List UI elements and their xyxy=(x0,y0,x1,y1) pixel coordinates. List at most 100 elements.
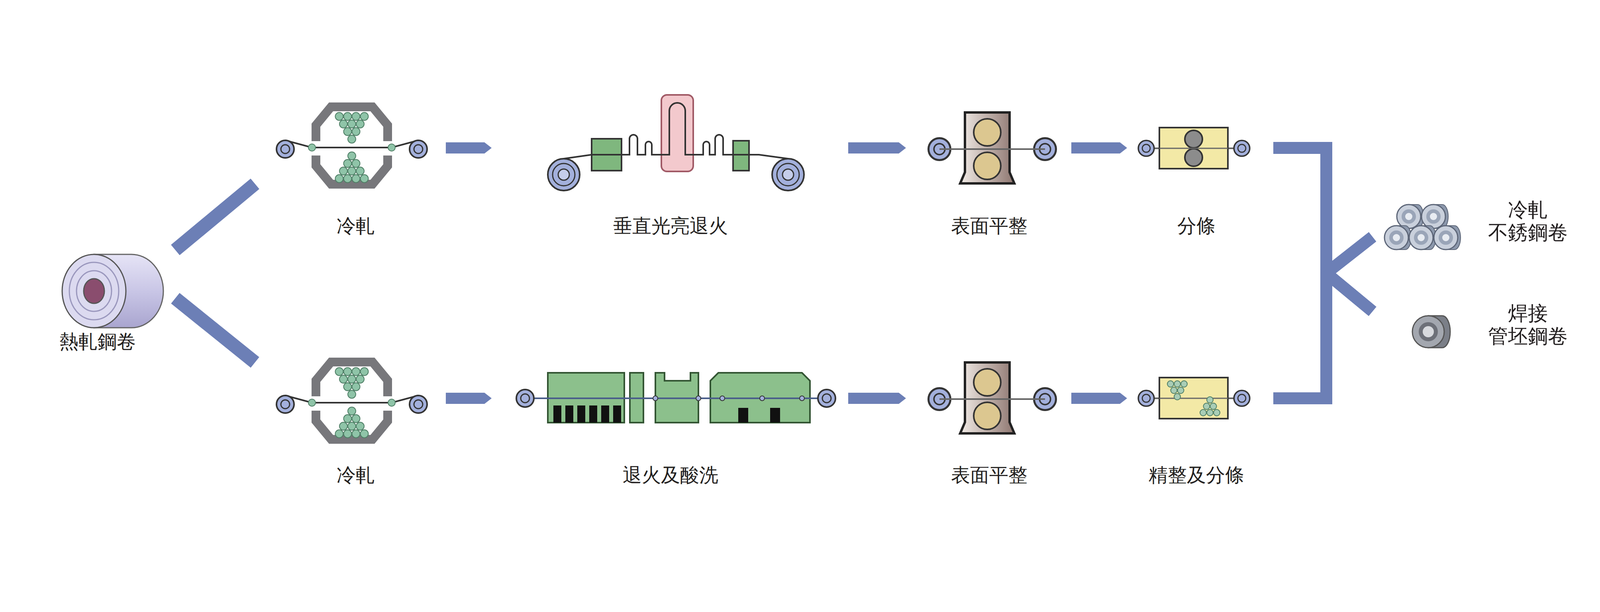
process-node: 分條 xyxy=(1133,99,1259,240)
annealing-pickling-line-part xyxy=(553,405,562,423)
stainless-coil-stack-part-part xyxy=(1409,225,1436,250)
slitter-part xyxy=(1138,127,1250,169)
process-node: 表面平整 xyxy=(912,350,1066,489)
annealing-pickling-line-part xyxy=(577,405,586,423)
node-label: 冷軋 不銹鋼卷 xyxy=(1488,198,1568,245)
stainless-coil-stack-part xyxy=(1384,204,1461,250)
hot-rolled-coil-part xyxy=(83,278,105,304)
bright-annealing-line-part xyxy=(563,102,789,159)
node-label: 表面平整 xyxy=(950,214,1028,238)
flow-arrow xyxy=(175,298,255,363)
flow-arrow xyxy=(1273,236,1373,399)
process-node: 退火及酸洗 xyxy=(498,350,843,489)
flow-arrow xyxy=(175,183,255,250)
bright-annealing-line-part xyxy=(782,168,794,181)
leveler-slitter-part-part xyxy=(1174,393,1181,400)
hot-rolled-coil-part xyxy=(76,270,112,312)
bright-annealing-line-part xyxy=(558,168,570,181)
leveler-slitter-part xyxy=(1138,377,1250,419)
annealing-pickling-line-part xyxy=(719,395,725,401)
annealing-pickling-line-part xyxy=(652,395,658,401)
annealing-pickling-line-part xyxy=(759,395,765,401)
stainless-coil-stack-part-part-part xyxy=(1384,225,1409,250)
hot-rolled-coil-part xyxy=(69,262,119,320)
annealing-pickling-line-part xyxy=(770,407,781,423)
annealing-pickling-line xyxy=(516,372,836,423)
process-illustration-part xyxy=(276,106,428,185)
bright-annealing-line-part xyxy=(661,94,694,172)
process-illustration-part xyxy=(928,362,1057,434)
stainless-coil-stack-part-part-part xyxy=(1426,209,1441,224)
flow-arrow xyxy=(1071,392,1128,404)
annealing-pickling-line-part xyxy=(696,395,701,401)
hot-rolled-coil-part xyxy=(62,254,126,328)
node-label: 垂直光亮退火 xyxy=(613,214,728,238)
leveler-slitter-part-part xyxy=(1213,409,1220,416)
slitter-part xyxy=(1159,147,1228,150)
product-node: 焊接 管坯鋼卷 xyxy=(1382,298,1590,351)
stainless-coil-stack-part-part-part xyxy=(1413,230,1429,245)
leveler-slitter-part-part xyxy=(1177,386,1185,394)
annealing-pickling-line-part xyxy=(601,405,610,423)
process-node: 冷軋 xyxy=(270,99,441,240)
node-label: 分條 xyxy=(1177,214,1216,238)
stainless-coil-stack-part-part-part xyxy=(1417,233,1425,242)
stainless-coil-stack-part-part-part xyxy=(1438,230,1453,245)
flow-arrow xyxy=(445,392,492,404)
leveler-slitter-part-part xyxy=(1210,402,1217,410)
stainless-coil-stack-part-part-part xyxy=(1392,233,1400,242)
leveler-slitter-part-part xyxy=(1206,409,1214,416)
bright-annealing-line-part xyxy=(772,158,804,191)
stainless-coil-stack-part-part xyxy=(1433,225,1461,250)
bright-annealing-line-part xyxy=(733,140,750,171)
bright-annealing-line-part xyxy=(776,163,800,186)
node-label: 焊接 管坯鋼卷 xyxy=(1488,301,1568,348)
welded-pipe-coil-part xyxy=(1422,325,1434,338)
stainless-coil-stack-part-part-part xyxy=(1442,233,1450,242)
node-label: 精整及分條 xyxy=(1148,463,1245,487)
stainless-coil-stack-part-part-part xyxy=(1401,209,1416,224)
welded-pipe-coil-part xyxy=(1412,315,1445,348)
node-label: 退火及酸洗 xyxy=(622,463,719,487)
slitter-part xyxy=(1184,148,1203,167)
leveler-slitter-part-part xyxy=(1200,409,1207,416)
leveler-slitter-part xyxy=(1159,397,1228,399)
annealing-pickling-line-part xyxy=(738,407,749,423)
leveler-slitter-part-part xyxy=(1174,380,1181,387)
annealing-pickling-line-part xyxy=(525,397,827,399)
annealing-pickling-line-part xyxy=(817,389,836,407)
process-illustration-part xyxy=(928,112,1057,184)
annealing-pickling-line-part xyxy=(565,405,574,423)
leveler-slitter-part-part xyxy=(1180,380,1188,387)
leveler-slitter-part xyxy=(1167,380,1220,416)
flow-arrow xyxy=(1071,142,1128,154)
stainless-coil-stack-part-part-part xyxy=(1389,230,1404,245)
node-label: 冷軋 xyxy=(336,214,375,238)
product-node: 冷軋 不銹鋼卷 xyxy=(1382,187,1590,255)
flow-arrow xyxy=(445,142,492,154)
bright-annealing-line xyxy=(547,94,804,191)
annealing-pickling-line-part xyxy=(613,405,622,423)
node-label: 熱軋鋼卷 xyxy=(59,329,136,353)
process-node: 冷軋 xyxy=(270,350,441,489)
leveler-slitter-part-part xyxy=(1167,380,1174,387)
node-label: 表面平整 xyxy=(950,463,1028,487)
stainless-coil-stack-part-part xyxy=(1396,204,1424,229)
leveler-slitter-part-part xyxy=(1203,402,1210,410)
stainless-coil-stack-part-part-part xyxy=(1433,225,1458,250)
leveler-slitter xyxy=(1138,377,1250,419)
node-label: 冷軋 xyxy=(336,463,375,487)
annealing-pickling-line-part xyxy=(516,389,534,407)
process-node: 精整及分條 xyxy=(1133,350,1259,489)
welded-pipe-coil xyxy=(1412,315,1451,348)
stainless-coil-stack-part-part xyxy=(1421,204,1449,229)
hot-rolled-coil xyxy=(62,254,164,328)
stainless-coil-stack-part-part-part xyxy=(1405,212,1413,220)
coil-node: 熱軋鋼卷 xyxy=(47,239,148,355)
stainless-coil-stack-part-part-part xyxy=(1421,204,1446,229)
slitter-part xyxy=(1184,130,1203,148)
bright-annealing-line-part xyxy=(547,158,580,191)
process-node: 表面平整 xyxy=(912,99,1066,240)
